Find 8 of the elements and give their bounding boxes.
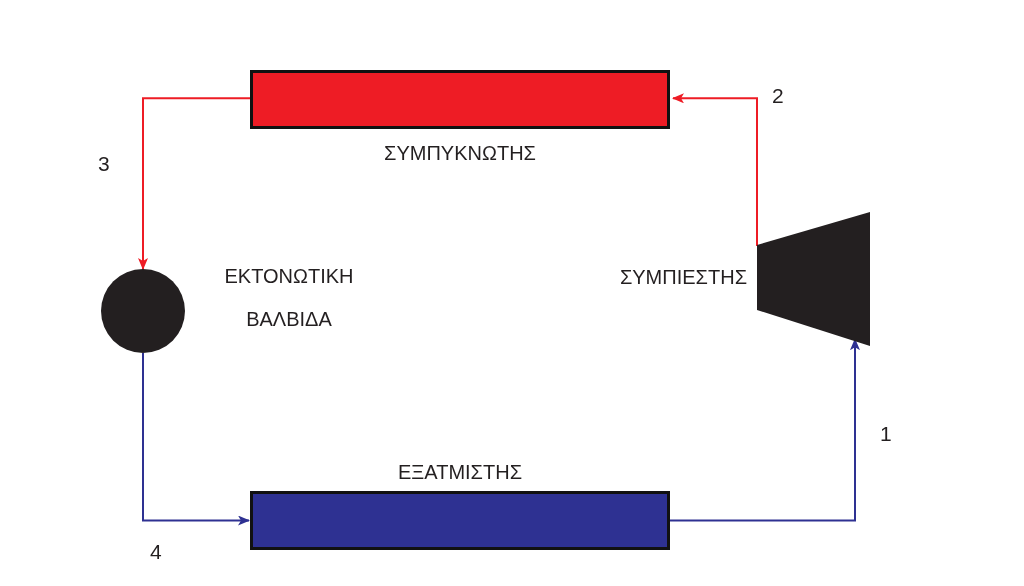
arrow (672, 93, 758, 247)
component-label: ΣΥΜΠΥΚΝΩΤΗΣ (383, 141, 537, 166)
component-label: ΣΥΜΠΙΕΣΤΗΣ (619, 265, 747, 290)
arrow (142, 352, 250, 526)
component-label: ΕΚΤΟΝΩΤΙΚΗ ΒΑΛΒΙΔΑ (223, 264, 355, 332)
arrow (669, 338, 860, 522)
arrow (138, 97, 251, 270)
component-label: ΕΞΑΤΜΙΣΤΗΣ (397, 460, 523, 485)
